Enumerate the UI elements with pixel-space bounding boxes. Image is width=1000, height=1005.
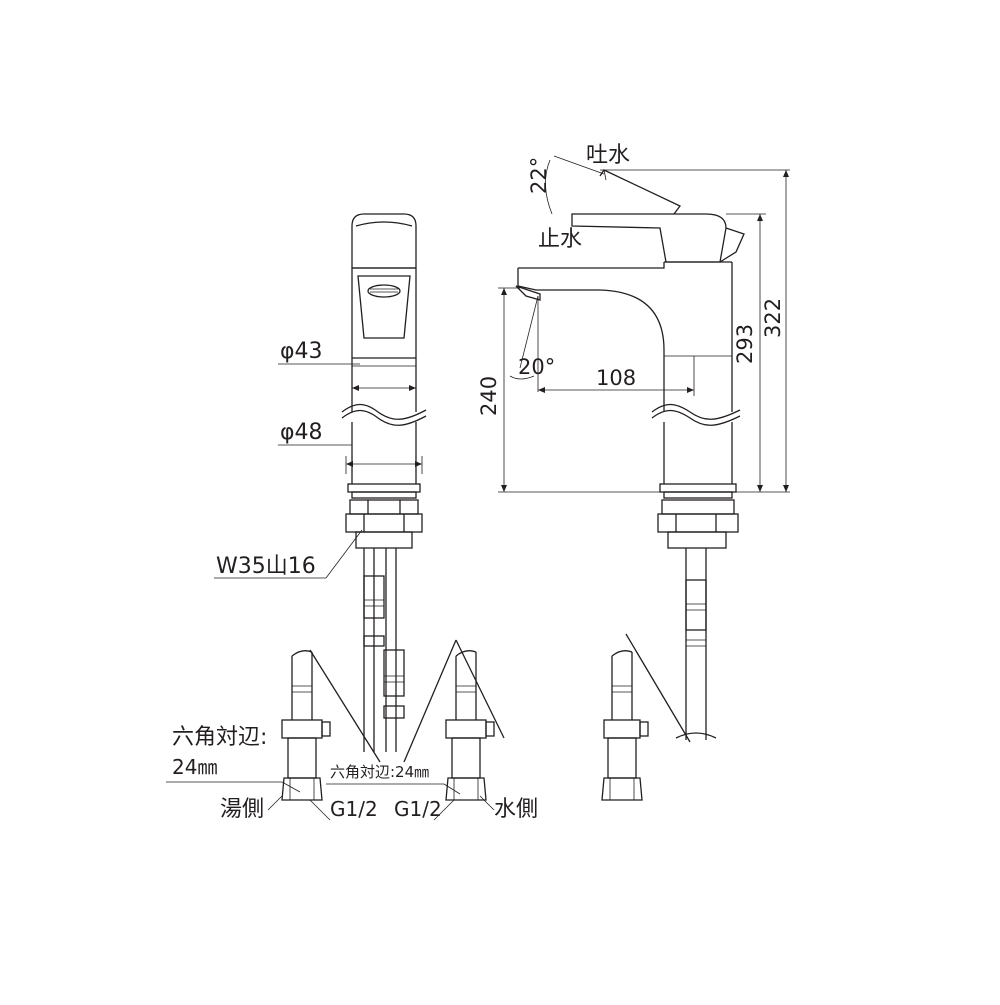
dim-108-label: 108	[596, 366, 636, 390]
hex-center-callout: 六角対辺:24㎜	[326, 763, 461, 795]
dim-322-label: 322	[761, 298, 785, 338]
hex-left-line2: 24㎜	[172, 755, 217, 779]
hot-side-label: 湯側	[220, 797, 264, 822]
g-left-label: G1/2	[330, 797, 378, 821]
dim-240: 240	[477, 287, 660, 493]
hex-left-line1: 六角対辺:	[172, 725, 267, 750]
g-right-label: G1/2	[394, 797, 442, 821]
cold-side-label: 水側	[494, 797, 538, 822]
angle-20-label: 20°	[518, 355, 555, 379]
side-view	[515, 169, 745, 801]
thread-label: W35山16	[216, 554, 316, 579]
dim-293: 293	[726, 213, 790, 493]
front-view	[341, 213, 427, 752]
spout-out-label: 吐水	[586, 143, 630, 168]
hex-center-label: 六角対辺:24㎜	[330, 763, 429, 781]
cold-stop-valve	[403, 639, 505, 801]
connection-labels: 湯側 G1/2 G1/2 水側	[220, 795, 538, 822]
thread-callout: W35山16	[214, 529, 363, 579]
dim-240-label: 240	[477, 376, 501, 416]
stop-water-label: 止水	[538, 227, 582, 252]
dim-322: 322	[600, 169, 790, 492]
hex-left-callout: 六角対辺: 24㎜	[166, 725, 301, 793]
phi43-dimension: φ43	[278, 339, 416, 391]
aerator-icon	[367, 284, 401, 298]
hot-stop-valve	[281, 649, 381, 801]
phi48-label: φ48	[280, 420, 323, 445]
phi48-dimension: φ48	[278, 420, 423, 474]
dim-108: 108	[538, 356, 695, 396]
dim-293-label: 293	[733, 324, 757, 364]
phi43-label: φ43	[280, 339, 323, 364]
angle-22-dimension: 22°	[527, 155, 605, 215]
angle-22-label: 22°	[527, 157, 551, 194]
angle-20-dimension: 20°	[509, 295, 555, 392]
